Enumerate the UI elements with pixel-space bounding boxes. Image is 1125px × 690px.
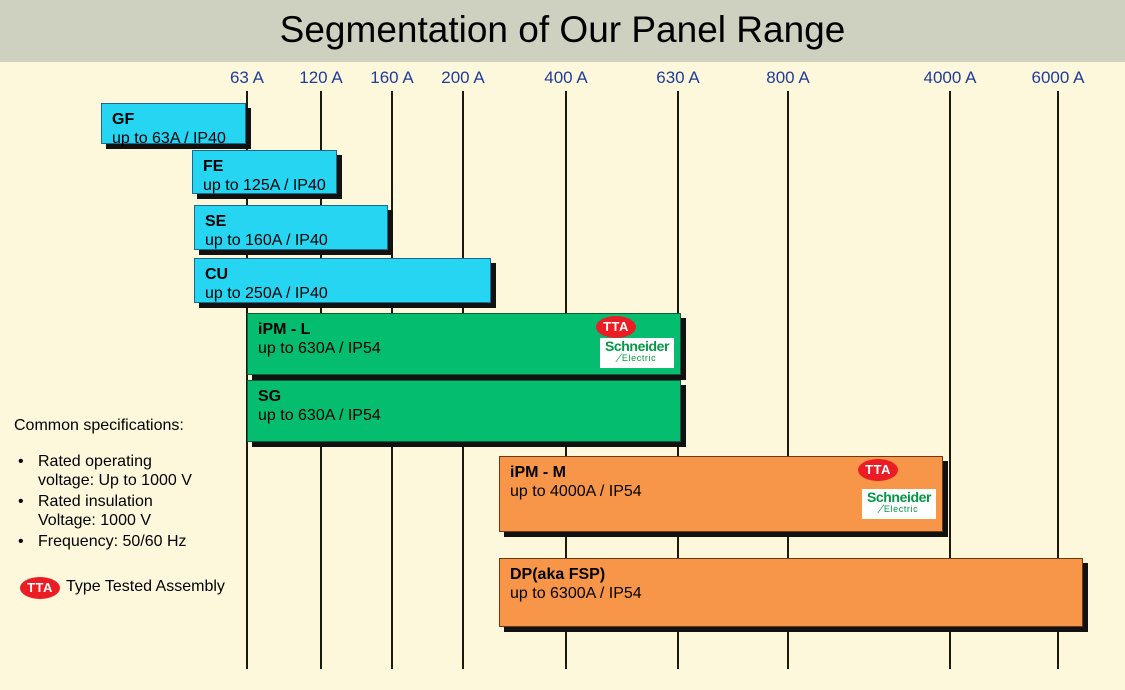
spec-item: • Rated operating voltage: Up to 1000 V [14,452,244,490]
axis-tick-label: 160 A [370,68,414,87]
range-bar[interactable]: SE up to 160A / IP40 [194,205,388,250]
range-bar-title: SE [205,213,227,230]
range-bar-subtitle: up to 250A / IP40 [205,285,328,302]
tta-legend-label: Type Tested Assembly [66,578,225,595]
range-bar-subtitle: up to 160A / IP40 [205,232,328,249]
range-bar-subtitle: up to 4000A / IP54 [510,483,642,500]
axis-tick-label: 800 A [766,68,810,87]
spec-item-line: Rated operating [38,453,152,470]
range-bar-subtitle: up to 6300A / IP54 [510,585,642,602]
tta-badge-legend: TTA [20,577,60,599]
schneider-electric-logo: Schneider∕Electric [862,489,936,519]
range-bar-subtitle: up to 630A / IP54 [258,407,381,424]
spec-item-text: Frequency: 50/60 Hz [38,532,187,551]
range-bar-title: GF [112,111,135,128]
range-bar[interactable]: SG up to 630A / IP54 [247,380,681,442]
range-bar[interactable]: iPM - M up to 4000A / IP54 TTA Schneider∕El… [499,456,943,532]
axis-tick-label: 4000 A [923,68,977,87]
axis-tick-label: 63 A [229,68,265,87]
logo-wordmark: Schneider [604,338,670,354]
page-title: Segmentation of Our Panel Range [279,9,846,50]
logo-mark-icon: ∕ [617,350,620,365]
bullet-icon: • [18,493,24,510]
bullet-icon: • [18,453,24,470]
range-bar-title: FE [203,158,224,175]
header-band [0,0,1125,62]
range-bar[interactable]: GF up to 63A / IP40 [101,103,246,147]
axis-tick-line [949,91,951,669]
range-bar-title: CU [205,266,229,283]
range-bar-subtitle: up to 125A / IP40 [203,177,326,194]
spec-item-line: Voltage: 1000 V [38,512,151,529]
range-bar[interactable]: DP(aka FSP) up to 6300A / IP54 [499,558,1083,627]
logo-subline: ∕Electric [602,350,672,365]
bullet-icon: • [18,533,24,550]
logo-subtext: Electric [621,352,657,363]
range-bar-subtitle: up to 630A / IP54 [258,340,381,357]
axis-tick-label: 6000 A [1031,68,1085,87]
logo-subtext: Electric [883,503,919,514]
range-bar-subtitle: up to 63A / IP40 [112,130,226,147]
spec-item-line: voltage: Up to 1000 V [38,472,192,489]
spec-item-line: Frequency: 50/60 Hz [38,533,187,550]
spec-item: • Frequency: 50/60 Hz [14,532,244,551]
range-bar-title: iPM - M [510,464,566,481]
tta-badge: TTA [596,316,636,338]
range-bar[interactable]: FE up to 125A / IP40 [192,150,337,194]
range-bar-title: DP(aka FSP) [510,566,606,583]
spec-item-text: Rated operating voltage: Up to 1000 V [38,452,192,490]
schneider-electric-logo: Schneider∕Electric [600,338,674,368]
range-bar[interactable]: CU up to 250A / IP40 [194,258,491,303]
spec-list: • Rated operating voltage: Up to 1000 V • Ra… [14,452,244,553]
axis-tick-line [1057,91,1059,669]
axis-tick-label: 200 A [441,68,485,87]
axis-tick-label: 120 A [299,68,343,87]
range-bar-title: iPM - L [258,321,311,338]
logo-mark-icon: ∕ [879,501,882,516]
tta-badge: TTA [858,459,898,481]
logo-wordmark: Schneider [866,489,932,505]
axis-tick-label: 400 A [544,68,588,87]
axis-tick-label: 630 A [656,68,700,87]
logo-subline: ∕Electric [864,501,934,516]
range-bar-title: SG [258,388,282,405]
spec-item-line: Rated insulation [38,493,153,510]
axis-tick-line [787,91,789,669]
spec-heading: Common specifications: [14,417,184,434]
